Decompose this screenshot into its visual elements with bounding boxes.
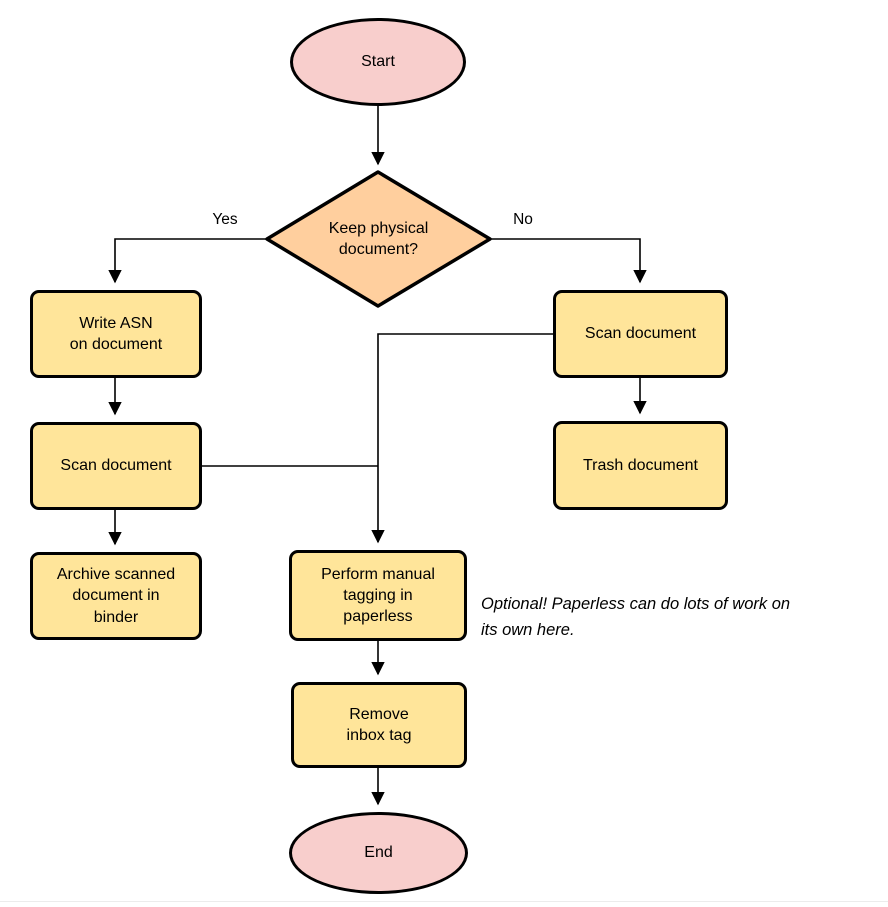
node-remove-inbox-tag-label: Remove inbox tag — [346, 705, 412, 744]
node-trash-document: Trash document — [553, 421, 728, 510]
node-decision-label: Keep physical document? — [328, 219, 429, 258]
edge-decision-scan-right — [490, 238, 647, 284]
optional-note: Optional! Paperless can do lots of work … — [481, 595, 791, 639]
node-decision: Keep physical document? — [267, 172, 490, 306]
node-archive-binder-label: Archive scanned document in binder — [56, 566, 176, 626]
edge-scan-right-tagging — [371, 333, 553, 544]
node-trash-document-label: Trash document — [582, 456, 698, 474]
node-start-label: Start — [361, 53, 395, 71]
node-manual-tagging-label: Perform manual tagging in paperless — [321, 565, 435, 626]
node-end: End — [289, 812, 468, 894]
node-scan-document-right-label: Scan document — [584, 325, 697, 343]
node-archive-binder: Archive scanned document in binder — [30, 552, 202, 640]
node-start: Start — [290, 18, 466, 106]
node-scan-document-left-label: Scan document — [60, 457, 172, 475]
decision-diamond-shape — [265, 170, 492, 308]
node-end-label: End — [364, 844, 393, 862]
node-remove-inbox-tag: Remove inbox tag — [291, 682, 467, 768]
node-write-asn: Write ASN on document — [30, 290, 202, 378]
edge-label-no: No — [513, 211, 533, 228]
node-write-asn-label: Write ASN on document — [69, 314, 163, 353]
node-scan-document-left: Scan document — [30, 422, 202, 510]
edge-label-yes: Yes — [212, 211, 238, 228]
edge-decision-write-asn — [108, 238, 267, 284]
node-manual-tagging: Perform manual tagging in paperless — [289, 550, 467, 641]
node-scan-document-right: Scan document — [553, 290, 728, 378]
page-bottom-divider — [0, 901, 888, 902]
